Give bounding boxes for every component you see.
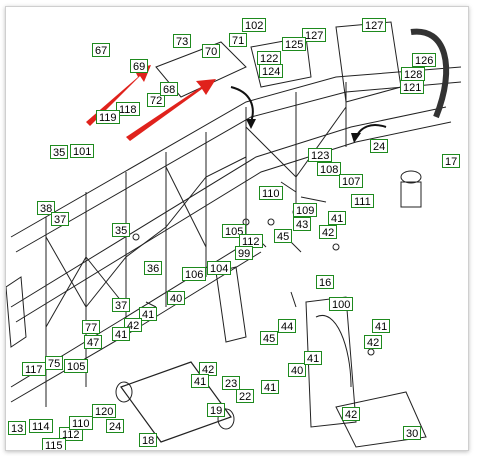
callout-label: 69 — [130, 59, 149, 73]
callout-label: 41 — [372, 319, 391, 333]
callout-label: 125 — [282, 37, 307, 51]
callout-label: 99 — [235, 246, 254, 260]
callout-label: 42 — [199, 362, 218, 376]
callout-label: 24 — [106, 419, 125, 433]
callout-label: 22 — [236, 389, 255, 403]
callout-label: 128 — [401, 67, 426, 81]
callout-label: 13 — [8, 421, 27, 435]
callout-label: 124 — [259, 64, 284, 78]
callout-label: 72 — [147, 93, 166, 107]
callout-label: 43 — [293, 217, 312, 231]
callout-label: 112 — [59, 427, 83, 441]
callout-label: 17 — [442, 154, 461, 168]
callout-label: 105 — [64, 359, 89, 373]
callout-label: 18 — [139, 433, 158, 447]
callout-label: 110 — [69, 416, 93, 430]
callout-label: 111 — [351, 194, 374, 208]
callout-label: 67 — [92, 43, 111, 57]
callout-label: 104 — [207, 261, 232, 275]
callout-label: 42 — [319, 225, 338, 239]
callout-label: 41 — [261, 380, 280, 394]
callout-label: 45 — [274, 229, 293, 243]
callout-label: 121 — [400, 80, 425, 94]
callout-label: 40 — [167, 291, 186, 305]
callout-label: 117 — [22, 362, 46, 376]
callout-label: 41 — [304, 351, 323, 365]
callout-label: 112 — [239, 234, 263, 248]
callout-label: 127 — [302, 28, 327, 42]
callout-label: 36 — [144, 261, 163, 275]
callout-label: 42 — [364, 335, 383, 349]
callout-label: 16 — [316, 275, 335, 289]
callout-label: 24 — [370, 139, 389, 153]
callout-label: 40 — [288, 363, 307, 377]
callout-label: 45 — [260, 331, 279, 345]
callout-label: 119 — [96, 110, 120, 124]
callout-label: 115 — [42, 438, 66, 450]
callout-label: 106 — [182, 267, 207, 281]
callout-label: 71 — [229, 33, 248, 47]
parts-diagram: 67 73 70 71 102 127 127 122 125 124 126 … — [5, 6, 469, 451]
callout-label: 77 — [82, 320, 101, 334]
callout-label: 35 — [50, 145, 69, 159]
callout-label: 42 — [342, 407, 361, 421]
callout-label: 70 — [202, 44, 221, 58]
callout-label: 68 — [160, 82, 179, 96]
callout-label: 37 — [51, 212, 70, 226]
callout-label: 114 — [29, 419, 53, 433]
callout-label: 101 — [70, 144, 95, 158]
callout-label: 41 — [191, 374, 210, 388]
callout-label: 73 — [173, 34, 192, 48]
callout-label: 41 — [328, 211, 347, 225]
callout-label: 35 — [112, 223, 131, 237]
callout-label: 118 — [116, 102, 140, 116]
callout-label: 110 — [259, 186, 283, 200]
callout-label: 19 — [207, 403, 226, 417]
callout-label: 37 — [112, 298, 131, 312]
callout-label: 44 — [278, 319, 297, 333]
callout-label: 122 — [257, 51, 282, 65]
callout-label: 120 — [92, 404, 117, 418]
callout-label: 75 — [45, 356, 64, 370]
callout-label: 127 — [362, 18, 387, 32]
callout-label: 126 — [412, 53, 437, 67]
callout-label: 47 — [84, 335, 103, 349]
callout-label: 107 — [339, 174, 364, 188]
callout-label: 100 — [329, 297, 354, 311]
callout-label: 30 — [403, 426, 422, 440]
callout-label: 123 — [308, 148, 333, 162]
callout-label: 38 — [37, 201, 56, 215]
callout-label: 23 — [222, 376, 241, 390]
callout-label: 102 — [242, 18, 267, 32]
callout-label: 41 — [112, 327, 131, 341]
callout-label: 108 — [317, 162, 342, 176]
callout-label: 109 — [293, 203, 318, 217]
callout-label: 41 — [139, 307, 158, 321]
